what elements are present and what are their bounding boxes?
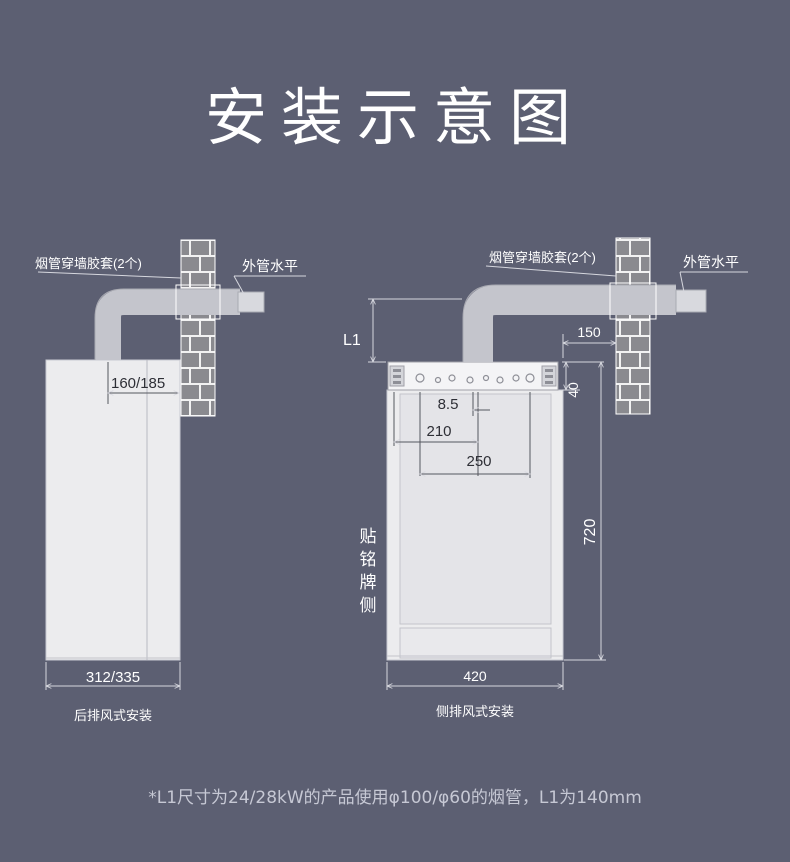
side-dim-210: 210: [426, 423, 451, 440]
side-dim-40: 40: [565, 382, 581, 398]
side-pipe-sleeve: [609, 282, 657, 320]
nameplate-char-3: 牌: [360, 573, 377, 592]
page-title: 安装示意图: [204, 81, 585, 154]
rear-outer-pipe-end: [237, 291, 265, 313]
rear-boiler-body: [45, 359, 181, 661]
nameplate-char-2: 铭: [360, 550, 377, 569]
side-dim-250: 250: [466, 453, 491, 470]
side-dim-720: 720: [582, 519, 599, 546]
side-mounting-bracket: [387, 361, 559, 391]
rear-pipe-sleeve-label: 烟管穿墙胶套(2个): [35, 256, 142, 271]
side-installation: 烟管穿墙胶套(2个) 外管水平 L1 150 40 720 8.5 210 25…: [343, 237, 748, 719]
side-dim-150: 150: [577, 324, 601, 340]
side-l1-label: L1: [343, 332, 361, 349]
side-boiler-inner-panel: [399, 393, 552, 625]
rear-wall: [180, 239, 216, 417]
nameplate-side-label: 贴 铭 牌 侧: [360, 527, 377, 615]
rear-pipe-sleeve: [175, 284, 221, 320]
footnote: *L1尺寸为24/28kW的产品使用φ100/φ60的烟管，L1为140mm: [148, 788, 642, 808]
nameplate-char-1: 贴: [360, 527, 377, 546]
side-dim-8-5: 8.5: [438, 396, 459, 413]
rear-flue-pipe: [95, 289, 240, 360]
nameplate-char-4: 侧: [360, 596, 377, 615]
side-dim-420: 420: [463, 668, 487, 684]
rear-caption: 后排风式安装: [74, 708, 152, 723]
side-caption: 侧排风式安装: [436, 704, 514, 719]
rear-width-dim: 312/335: [86, 669, 140, 686]
rear-outer-pipe-label: 外管水平: [242, 258, 298, 274]
rear-depth-dim: 160/185: [111, 375, 165, 392]
side-outer-pipe-label: 外管水平: [683, 254, 739, 270]
side-flue-pipe: [463, 285, 676, 362]
bracket-holes: [415, 373, 535, 384]
rear-installation: 烟管穿墙胶套(2个) 外管水平 160/185 312/335 后排风式安装: [35, 239, 306, 723]
side-wall: [615, 237, 651, 415]
side-pipe-sleeve-label: 烟管穿墙胶套(2个): [489, 250, 596, 265]
side-outer-pipe-end: [675, 289, 707, 313]
